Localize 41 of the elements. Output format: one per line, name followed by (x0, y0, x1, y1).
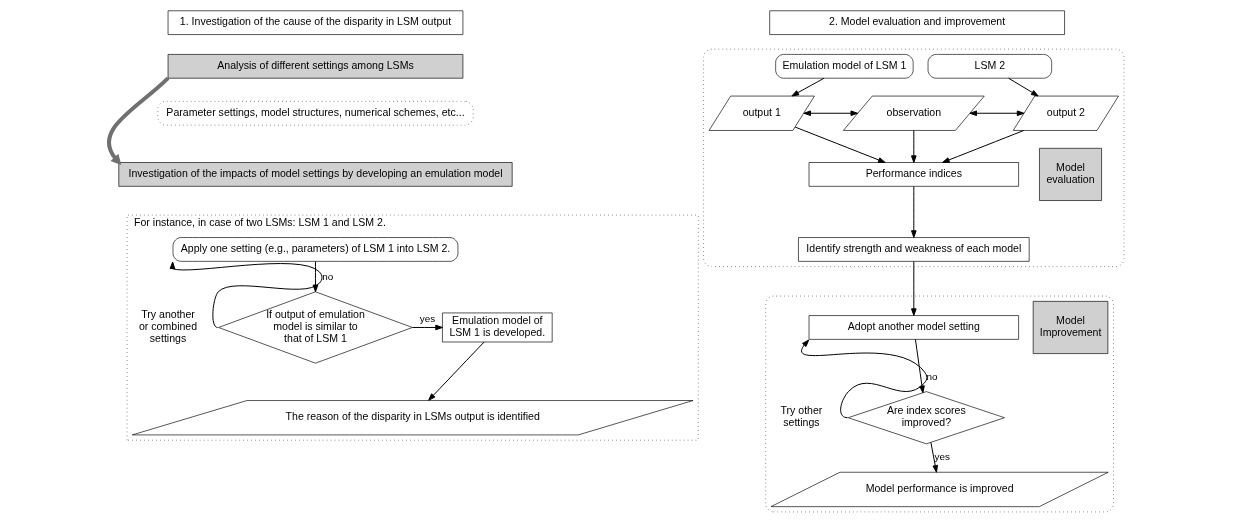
arrow (930, 441, 939, 473)
arrow (428, 341, 485, 401)
label: Try another or combined settings (138, 308, 198, 344)
edge-label: yes (934, 451, 950, 463)
arrow (942, 130, 1025, 163)
arrow (969, 110, 1025, 117)
node-box: Investigation of the impacts of model settings by developing an emulation model (118, 162, 513, 187)
node-box: Apply one setting (e.g., parameters) of LSM 1 into LSM 2. (172, 237, 459, 262)
arrow (791, 77, 825, 97)
arrow (169, 261, 323, 328)
cluster (703, 48, 1125, 267)
edge-label: no (926, 370, 938, 382)
arrow (911, 130, 917, 163)
arrow (911, 186, 917, 238)
arrow (794, 126, 886, 163)
node-box: LSM 2 (927, 54, 1052, 79)
node-box: Identify strength and weakness of each model (798, 237, 1030, 262)
node-box: Parameter settings, model structures, numerical schemes, etc... (157, 101, 474, 126)
arrow (803, 110, 859, 117)
edge-label: yes (419, 313, 436, 325)
arrow (412, 324, 443, 331)
label: Try other settings (780, 404, 823, 429)
node-box: Adopt another model setting (808, 315, 1019, 340)
arrow (914, 338, 925, 394)
node-diamond: If output of emulation model is similar to that of LSM 1 (218, 291, 413, 364)
node-box: 2. Model evaluation and improvement (769, 10, 1065, 35)
node-box: Model evaluation (1039, 147, 1102, 201)
node-box: Performance indices (808, 162, 1019, 187)
node-box: 1. Investigation of the cause of the disparity in LSM output (167, 10, 464, 35)
node-box: Emulation model of LSM 1 is developed. (442, 312, 553, 343)
arrow (312, 260, 319, 293)
cluster (765, 295, 1114, 513)
node-box: Analysis of different settings among LSMs (167, 54, 464, 79)
arrow (107, 76, 170, 165)
arrow (911, 260, 917, 316)
arrow (801, 339, 928, 419)
node-box: Model Improvement (1032, 301, 1109, 354)
edge-label: no (322, 270, 334, 282)
node-box: Emulation model of LSM 1 (775, 54, 914, 79)
node-diamond: Are index scores improved? (847, 391, 1005, 445)
arrow (1008, 77, 1039, 97)
